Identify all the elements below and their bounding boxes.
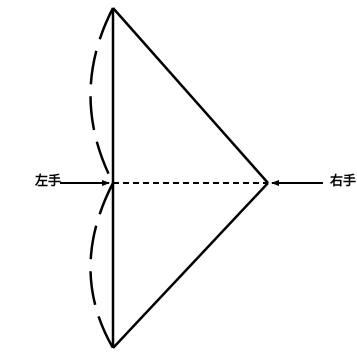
upper-dashed-arc bbox=[89, 7, 115, 184]
left-hand-label: 左手 bbox=[35, 174, 62, 189]
right-hand-label: 右手 bbox=[330, 174, 357, 189]
upper-diagonal-line bbox=[112, 7, 269, 184]
lower-dashed-arc bbox=[89, 182, 115, 349]
lower-diagonal-line bbox=[112, 182, 269, 349]
